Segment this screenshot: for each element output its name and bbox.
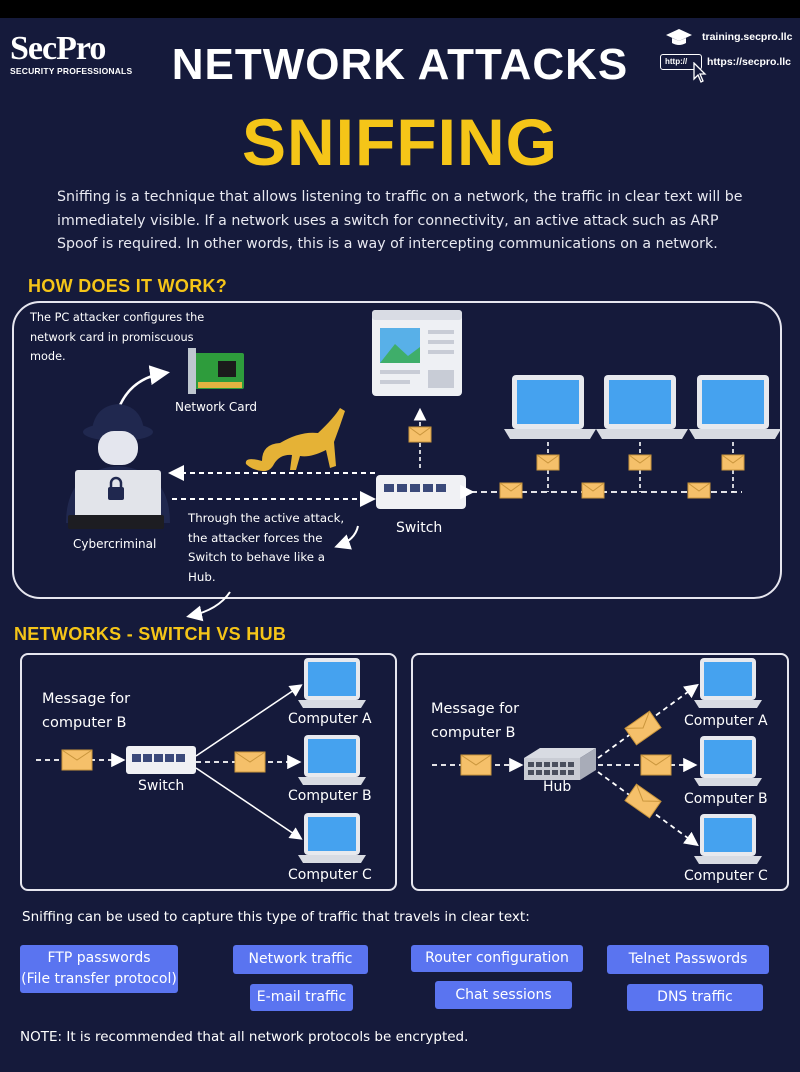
- encryption-note: NOTE: It is recommended that all network…: [20, 1029, 469, 1045]
- active-attack-note: Through the active attack, the attacker …: [188, 511, 345, 584]
- pill-ftp-passwords: FTP passwords (File transfer protocol): [20, 945, 178, 993]
- how-heading: HOW DOES IT WORK?: [28, 276, 228, 296]
- envelope-icon: [628, 454, 652, 471]
- envelope-icon: [61, 749, 93, 771]
- switch-device-icon: [376, 475, 466, 509]
- hacker-icon: [66, 404, 170, 529]
- logo-tagline: SECURITY PROFESSIONALS: [10, 66, 133, 76]
- laptop-icon: [689, 375, 781, 439]
- computer-icon: [694, 814, 762, 864]
- logo-name: SecPro: [10, 30, 106, 67]
- how-diagram: [36, 310, 781, 864]
- pill-email-traffic: E-mail traffic: [250, 984, 353, 1011]
- page-subtitle: SNIFFING: [242, 105, 558, 179]
- browser-window-icon: [372, 310, 462, 396]
- pill-chat-sessions: Chat sessions: [435, 981, 572, 1009]
- pill-router-configuration: Router configuration: [411, 945, 583, 972]
- envelope-icon: [687, 482, 711, 499]
- secpro-logo: SecPro SECURITY PROFESSIONALS: [10, 30, 133, 77]
- envelope-icon: [408, 426, 432, 443]
- computer-c-label: Computer C: [684, 868, 768, 884]
- hub-panel-device-label: Hub: [543, 779, 572, 795]
- pill-network-traffic: Network traffic: [233, 945, 368, 974]
- switch-panel-message: Message for computer B: [42, 691, 131, 731]
- computer-icon: [694, 658, 762, 708]
- switch-label: Switch: [396, 520, 443, 536]
- intro-paragraph: Sniffing is a technique that allows list…: [57, 189, 743, 252]
- page-title: NETWORK ATTACKS: [171, 40, 629, 89]
- cursor-icon: [693, 62, 707, 83]
- computer-icon: [694, 736, 762, 786]
- site-link[interactable]: https://secpro.llc: [707, 56, 792, 68]
- hub-icon: [524, 748, 596, 780]
- capture-intro: Sniffing can be used to capture this typ…: [22, 909, 530, 925]
- envelope-icon: [624, 783, 662, 819]
- envelope-icon: [460, 754, 492, 776]
- cybercriminal-label: Cybercriminal: [73, 537, 157, 551]
- laptop-icon: [504, 375, 596, 439]
- pill-dns-traffic: DNS traffic: [627, 984, 763, 1011]
- infographic-page: SecPro SECURITY PROFESSIONALS training.s…: [0, 18, 800, 1072]
- hub-panel: Message for computer B Hub Computer A Co…: [411, 653, 789, 891]
- switch-panel-device-label: Switch: [138, 778, 185, 794]
- envelope-icon: [721, 454, 745, 471]
- computer-icon: [298, 813, 366, 863]
- pill-ftp-line2: (File transfer protocol): [21, 971, 177, 987]
- graduation-cap-icon: [666, 29, 692, 45]
- switch-small-icon: [126, 746, 196, 774]
- how-panel: [12, 301, 782, 599]
- computer-icon: [298, 658, 366, 708]
- computer-b-label: Computer B: [684, 791, 768, 807]
- envelope-icon: [536, 454, 560, 471]
- computer-a-label: Computer A: [288, 711, 372, 727]
- networks-heading: NETWORKS - SWITCH VS HUB: [14, 624, 287, 644]
- training-link[interactable]: training.secpro.llc: [702, 31, 793, 43]
- pill-ftp-line1: FTP passwords: [47, 950, 151, 966]
- envelope-icon: [581, 482, 605, 499]
- switch-panel: Message for computer B Switch Computer A…: [20, 653, 397, 891]
- arrow-to-card: [116, 365, 170, 411]
- computer-a-label: Computer A: [684, 713, 768, 729]
- dog-icon: [245, 408, 345, 472]
- attacker-note: The PC attacker configures the network c…: [30, 311, 205, 363]
- pill-telnet-passwords: Telnet Passwords: [607, 945, 769, 974]
- network-card-icon: [188, 348, 244, 394]
- hub-panel-message: Message for computer B: [431, 701, 520, 741]
- computer-c-label: Computer C: [288, 867, 372, 883]
- envelope-icon: [499, 482, 523, 499]
- envelope-icon: [624, 710, 662, 746]
- envelope-icon: [640, 754, 672, 776]
- computer-b-label: Computer B: [288, 788, 372, 804]
- envelope-icon: [234, 751, 266, 773]
- laptop-icon: [596, 375, 688, 439]
- http-badge: http://: [660, 54, 702, 70]
- computer-icon: [298, 735, 366, 785]
- network-card-label: Network Card: [175, 400, 257, 414]
